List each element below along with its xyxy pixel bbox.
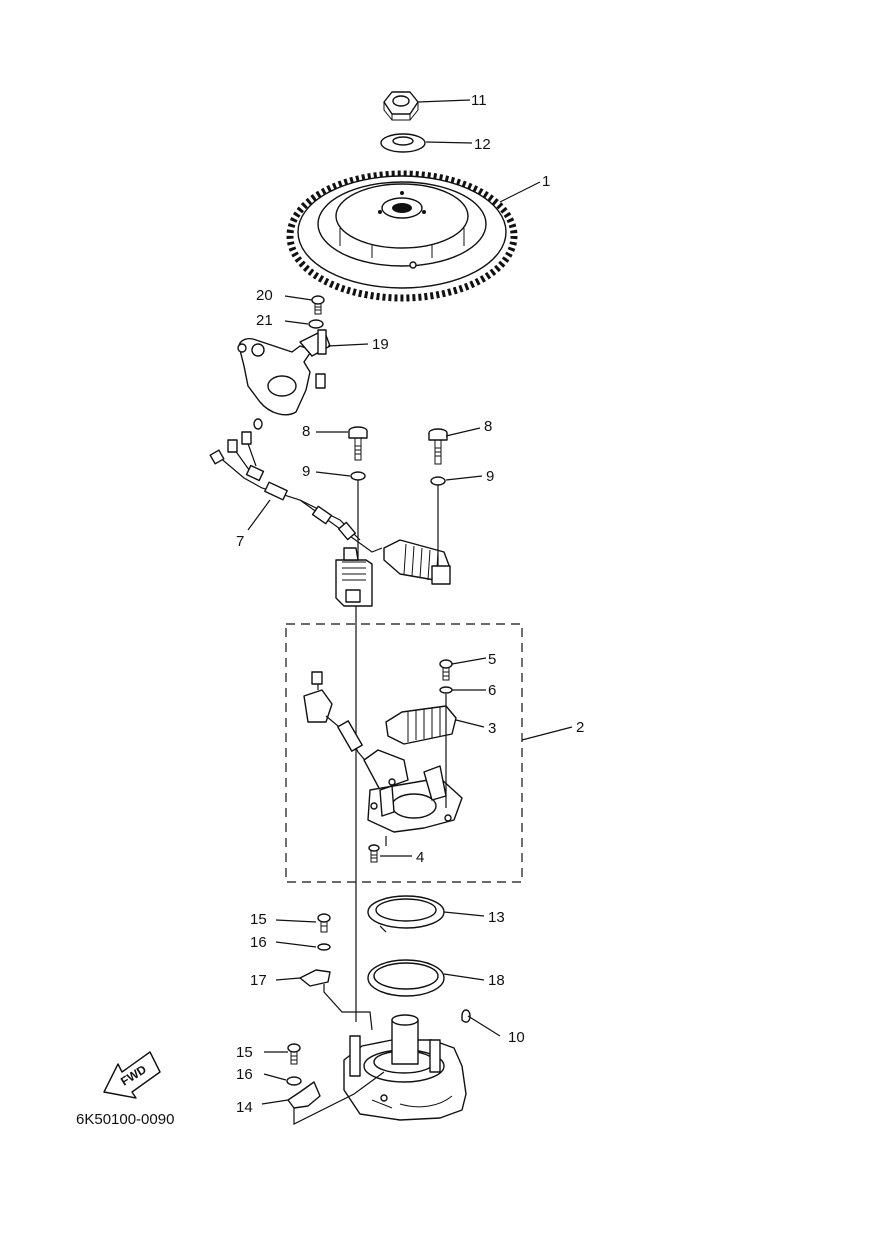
callout-10: 10 — [508, 1029, 525, 1046]
callout-13: 13 — [488, 909, 505, 926]
part-bolt-8-right — [428, 428, 448, 465]
part-washer-12 — [380, 133, 426, 153]
part-washer-21 — [308, 319, 324, 329]
callout-15-lower: 15 — [236, 1044, 253, 1061]
part-bolt-8-left — [348, 426, 368, 461]
part-screw-5 — [439, 659, 453, 681]
callout-12: 12 — [474, 136, 491, 153]
part-bolt-4 — [368, 844, 380, 863]
assembly-group-box — [285, 623, 523, 883]
part-wire-harness — [209, 431, 383, 607]
part-washer-16-lower — [286, 1076, 302, 1086]
callout-20: 20 — [256, 287, 273, 304]
part-washer-16-upper — [317, 943, 331, 951]
diagram-code: 6K50100-0090 — [76, 1111, 174, 1128]
callout-7: 7 — [236, 533, 244, 550]
part-screw-20 — [311, 295, 325, 315]
callout-2: 2 — [576, 719, 584, 736]
part-screw-15-upper — [317, 913, 331, 933]
callout-4: 4 — [416, 849, 424, 866]
callout-17: 17 — [250, 972, 267, 989]
callout-9-right: 9 — [486, 468, 494, 485]
callout-leaders — [247, 99, 573, 1105]
callout-3: 3 — [488, 720, 496, 737]
callout-11: 11 — [471, 92, 487, 109]
callout-16-upper: 16 — [250, 934, 267, 951]
part-crankcase-base — [343, 1014, 467, 1121]
callout-8-left: 8 — [302, 423, 310, 440]
part-washer-9-left — [350, 471, 366, 481]
part-pulser-bracket — [237, 329, 331, 430]
part-key-10 — [461, 1009, 471, 1023]
part-screw-15-lower — [287, 1043, 301, 1065]
part-clamp-14 — [287, 1071, 385, 1125]
part-flywheel — [286, 170, 518, 302]
callout-18: 18 — [488, 972, 505, 989]
callout-1: 1 — [542, 173, 550, 190]
callout-16-lower: 16 — [236, 1066, 253, 1083]
part-rectifier-upper — [383, 539, 451, 585]
callout-9-left: 9 — [302, 463, 310, 480]
part-stator-assembly — [303, 671, 463, 846]
part-washer-6 — [439, 686, 453, 694]
callout-21: 21 — [256, 312, 273, 329]
part-ring-13 — [367, 895, 445, 933]
callout-14: 14 — [236, 1099, 253, 1116]
callout-5: 5 — [488, 651, 496, 668]
part-ring-18 — [367, 959, 445, 997]
callout-6: 6 — [488, 682, 496, 699]
part-clamp-17 — [299, 969, 373, 1031]
part-washer-9-right — [430, 476, 446, 486]
fwd-arrow-icon: FWD — [103, 1051, 161, 1099]
callout-19: 19 — [372, 336, 389, 353]
callout-15-upper: 15 — [250, 911, 267, 928]
part-nut — [383, 91, 419, 121]
callout-8-right: 8 — [484, 418, 492, 435]
